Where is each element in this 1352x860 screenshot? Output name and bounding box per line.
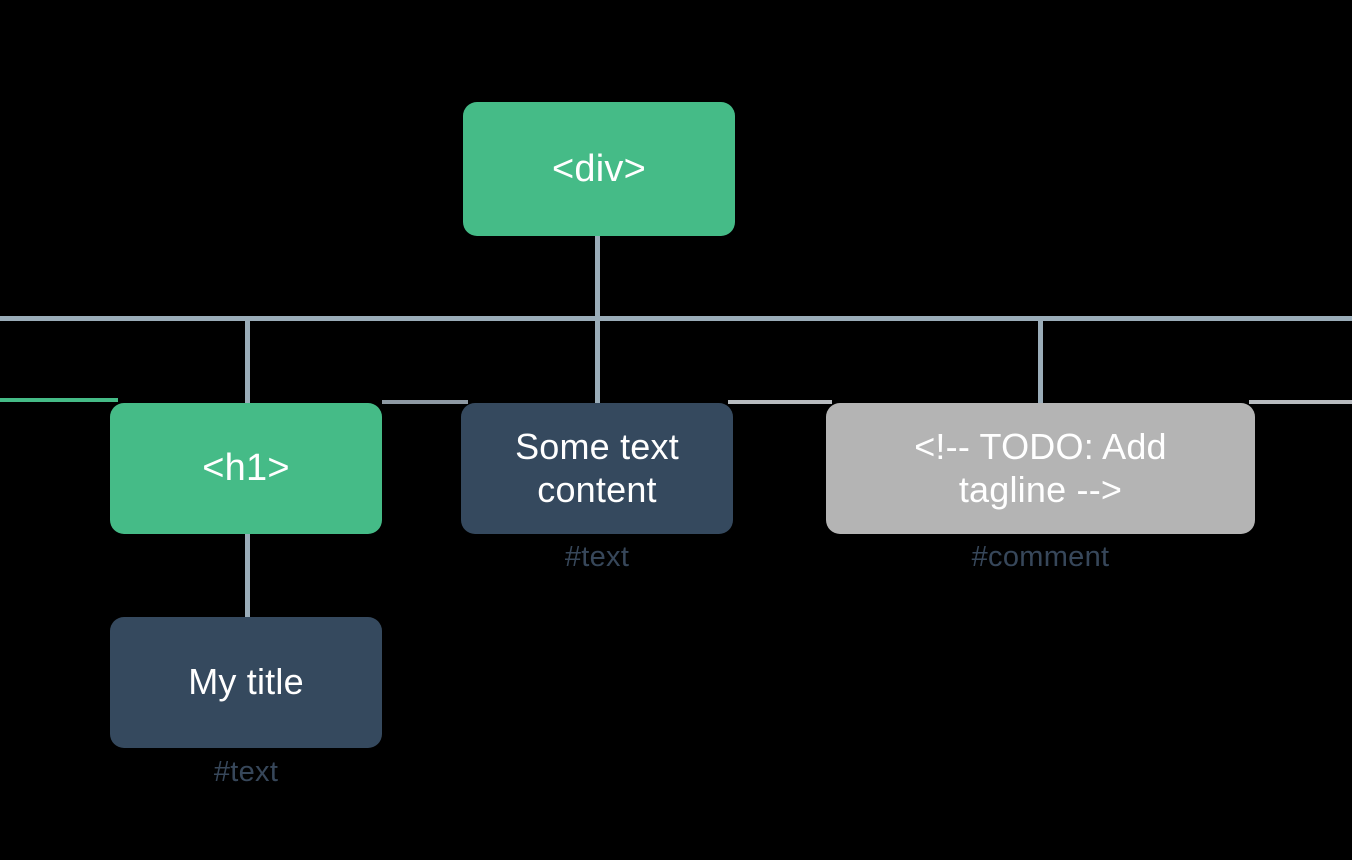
caption-comment: #comment <box>971 541 1110 573</box>
node-some-text[interactable]: Some text content <box>461 403 733 534</box>
caption-my-title: #text <box>213 756 279 788</box>
caption-some-text: #text <box>564 541 630 573</box>
node-comment[interactable]: <!-- TODO: Add tagline --> <box>826 403 1255 534</box>
overflow-edge-rule-mid-left <box>382 400 468 404</box>
connector-sibling-bar <box>0 316 1352 321</box>
connector-bar-to-some-text <box>595 316 600 404</box>
node-h1-label: <h1> <box>202 447 290 490</box>
node-div[interactable]: <div> <box>463 102 735 236</box>
node-some-text-label: Some text content <box>515 426 679 510</box>
overflow-edge-rule-right <box>1249 400 1352 404</box>
node-my-title-label: My title <box>188 661 304 703</box>
overflow-edge-rule-mid-right <box>728 400 832 404</box>
connector-bar-to-h1 <box>245 316 250 404</box>
connector-h1-to-my-title <box>245 533 250 623</box>
node-h1[interactable]: <h1> <box>110 403 382 534</box>
connector-bar-to-comment <box>1038 316 1043 404</box>
node-my-title[interactable]: My title <box>110 617 382 748</box>
node-div-label: <div> <box>552 147 646 190</box>
overflow-edge-rule-left-green <box>0 398 118 402</box>
connector-div-to-bar <box>595 236 600 320</box>
node-comment-label: <!-- TODO: Add tagline --> <box>914 426 1167 510</box>
